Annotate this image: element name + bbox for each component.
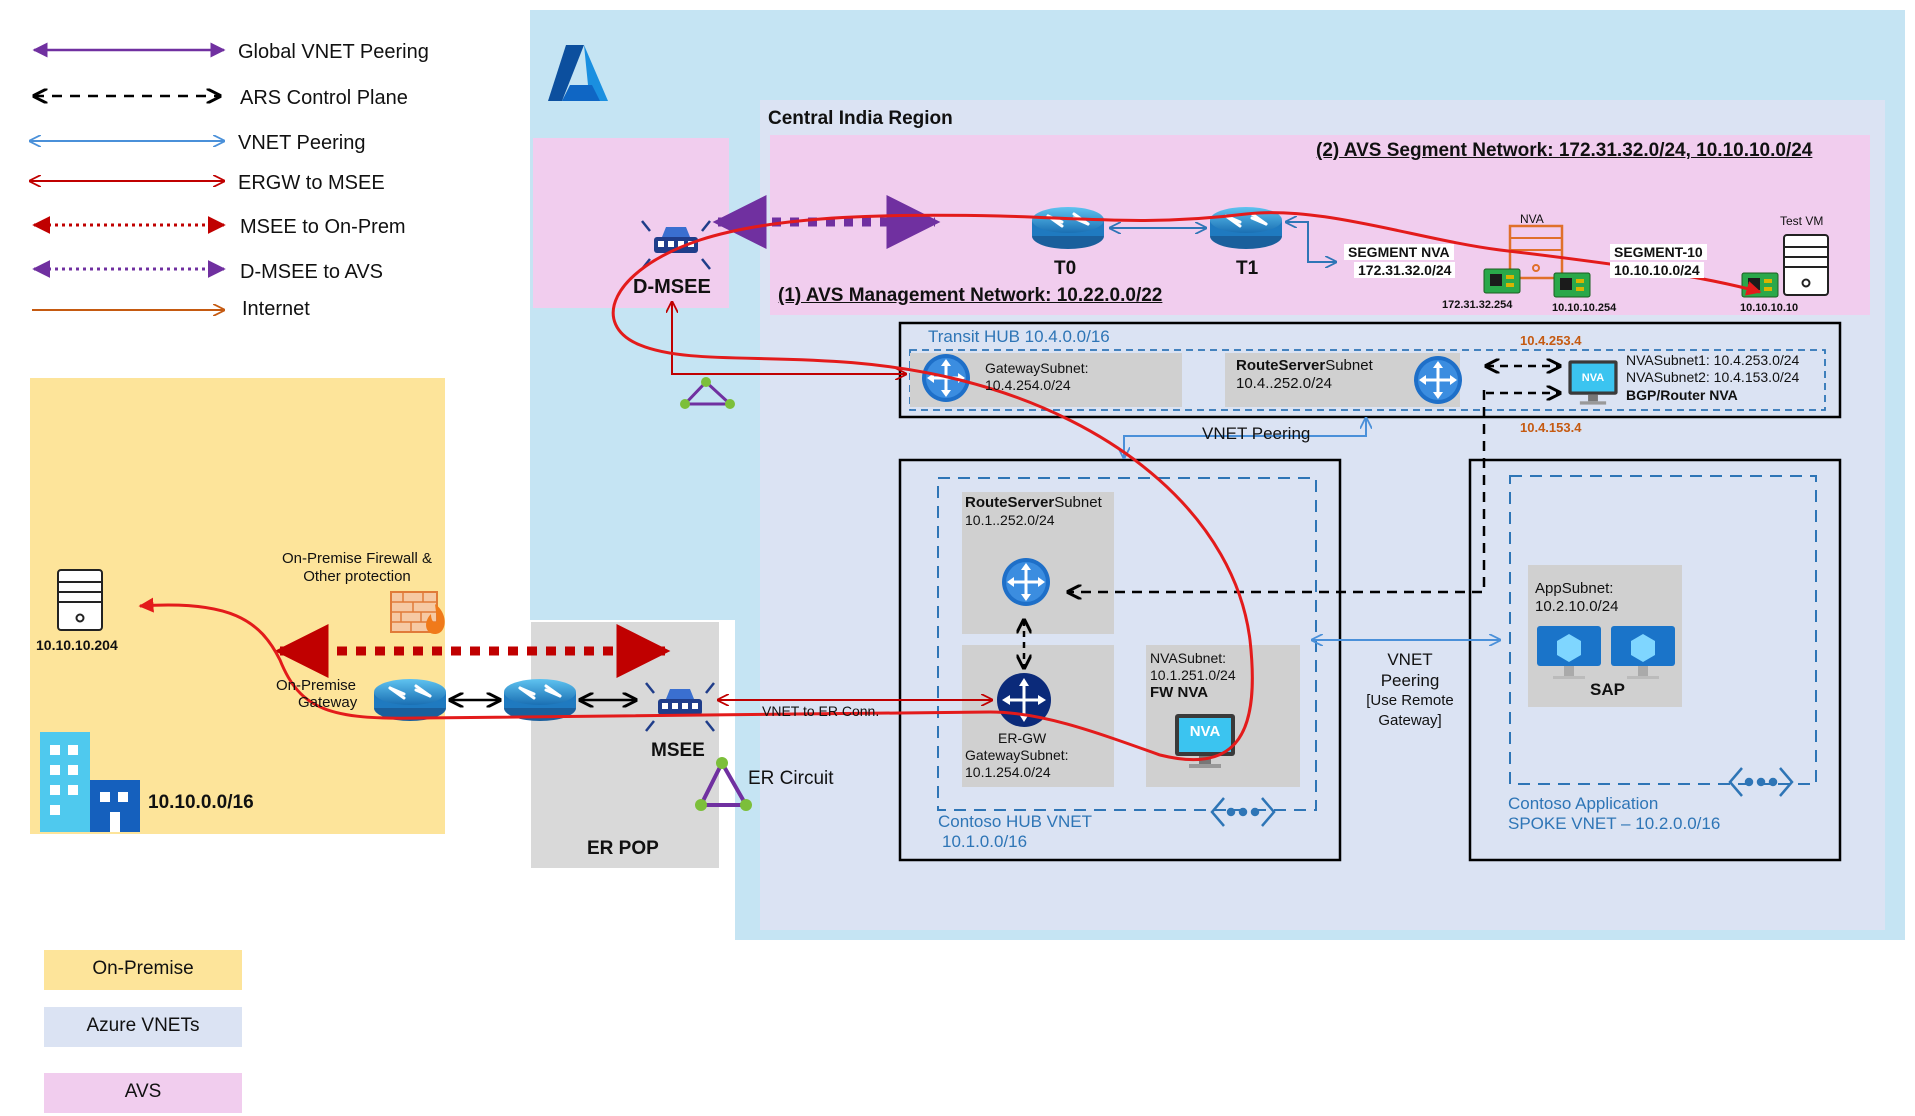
ergw-label: ER-GW <box>998 730 1047 746</box>
swatch-label-avs: AVS <box>124 1081 162 1102</box>
dmsee-label: D-MSEE <box>633 276 711 298</box>
azure-logo-icon <box>548 45 608 101</box>
traffic-path-onprem <box>138 597 991 720</box>
app-subnet-cidr: 10.2.10.0/24 <box>1535 598 1619 615</box>
msee-label: MSEE <box>651 740 705 761</box>
spoke-vnet-title: Contoso Application <box>1508 794 1659 813</box>
spoke-peering-line4: Gateway] <box>1378 712 1442 729</box>
sap-vm-icon-2 <box>1611 626 1675 679</box>
nic1-ip: 172.31.32.254 <box>1442 299 1513 311</box>
legend-label-msee-onprem: MSEE to On-Prem <box>240 216 406 238</box>
nva-subnet2: NVASubnet2: 10.4.153.0/24 <box>1626 369 1800 385</box>
hub-transit-vnet-peering-link <box>1124 418 1366 458</box>
legend-label-ergw-msee: ERGW to MSEE <box>238 172 385 194</box>
hub-gateway-subnet-name: GatewaySubnet: <box>965 747 1069 763</box>
segment10-cidr: 10.10.10.0/24 <box>1610 262 1704 278</box>
fw-nva-badge: NVA <box>1190 723 1221 740</box>
transit-route-server-subnet-name: RouteServerSubnet <box>1236 357 1373 374</box>
legend-label-internet: Internet <box>242 298 310 320</box>
nva-ip2: 10.4.153.4 <box>1520 420 1582 435</box>
firewall-label-line2: Other protection <box>303 568 411 585</box>
transit-gateway-subnet-cidr: 10.4.254.0/24 <box>985 377 1071 393</box>
transit-vnet-peering-label: VNET Peering <box>1202 424 1311 443</box>
spoke-peering-line1: VNET <box>1387 650 1433 669</box>
nva-subnet1: NVASubnet1: 10.4.253.0/24 <box>1626 352 1800 368</box>
hub-vnet-cidr: 10.1.0.0/16 <box>942 832 1028 851</box>
hub-route-server-subnet-cidr: 10.1..252.0/24 <box>965 512 1055 528</box>
dmsee-transit-link <box>672 302 906 374</box>
firewall-label-line1: On-Premise Firewall & <box>281 550 433 567</box>
traffic-path-avs <box>611 211 1762 762</box>
test-vm-ip: 10.10.10.10 <box>1740 302 1799 314</box>
onprem-gateway-line2: Gateway <box>298 694 358 711</box>
spoke-vnet-subtitle: SPOKE VNET – 10.2.0.0/16 <box>1508 814 1721 833</box>
nic-segment-nva-icon <box>1483 268 1521 294</box>
avs-segment-network-title: (2) AVS Segment Network: 172.31.32.0/24,… <box>1316 140 1813 161</box>
segment10-name: SEGMENT-10 <box>1610 244 1707 260</box>
avs-nva-label: NVA <box>1520 212 1544 226</box>
transit-hub-title: Transit HUB 10.4.0.0/16 <box>928 327 1110 346</box>
transit-nva-badge: NVA <box>1582 372 1604 384</box>
t1-label: T1 <box>1236 258 1259 279</box>
hub-route-server-subnet-name: RouteServerSubnet <box>965 494 1102 511</box>
spoke-vnet-peering-icon <box>1728 767 1794 797</box>
fw-nva-label: FW NVA <box>1150 684 1209 701</box>
test-vm-server-icon <box>1783 234 1829 296</box>
hub-route-server-icon <box>1000 556 1052 608</box>
swatch-azure-vnets <box>44 1007 242 1047</box>
region-title: Central India Region <box>768 108 953 129</box>
sap-vm-icon-1 <box>1537 626 1601 679</box>
nva-ip1: 10.4.253.4 <box>1520 333 1582 348</box>
provider-router-icon <box>502 677 578 723</box>
hub-vnet-title: Contoso HUB VNET <box>938 812 1092 831</box>
test-vm-label: Test VM <box>1780 214 1824 228</box>
legend-label-dmsee-avs: D-MSEE to AVS <box>240 261 384 283</box>
transit-route-server-icon <box>1412 354 1464 406</box>
hub-gateway-subnet-cidr: 10.1.254.0/24 <box>965 764 1051 780</box>
swatch-onprem <box>44 950 242 990</box>
spoke-vnet-box <box>1468 458 1842 862</box>
hub-vnet-peering-icon <box>1210 797 1276 827</box>
nic2-ip: 10.10.10.254 <box>1552 302 1617 314</box>
er-circuit-label: ER Circuit <box>748 768 834 789</box>
transit-hub-rs-ars-link <box>1068 390 1486 592</box>
spoke-peering-line3: [Use Remote <box>1366 692 1454 709</box>
er-pop-title: ER POP <box>587 838 659 859</box>
swatch-avs <box>44 1073 242 1113</box>
segment-nva-cidr: 172.31.32.0/24 <box>1354 262 1456 278</box>
vnet-to-er-conn-label: VNET to ER Conn. <box>762 703 880 719</box>
swatch-label-onprem: On-Premise <box>92 958 194 979</box>
onprem-gateway-router-icon <box>372 677 448 723</box>
firewall-icon <box>390 591 445 634</box>
nva-role: BGP/Router NVA <box>1626 387 1738 403</box>
building-icon <box>40 732 140 832</box>
sap-label: SAP <box>1590 680 1625 699</box>
segment-nva-name: SEGMENT NVA <box>1344 244 1454 260</box>
nic-segment10-icon <box>1553 272 1591 298</box>
t0-label: T0 <box>1054 258 1077 279</box>
onprem-network-cidr: 10.10.0.0/16 <box>148 792 254 813</box>
hub-vnet-box <box>898 458 1342 862</box>
legend-label-global-vnet-peering: Global VNET Peering <box>238 41 429 63</box>
nic-test-vm-icon <box>1741 272 1779 298</box>
spoke-vnet-dashed <box>1509 475 1817 785</box>
legend-label-vnet-peering: VNET Peering <box>238 132 366 154</box>
onprem-server-icon <box>57 569 103 631</box>
onprem-server-ip: 10.10.10.204 <box>36 637 118 653</box>
legend-label-ars-control-plane: ARS Control Plane <box>240 87 408 109</box>
transit-route-server-subnet-cidr: 10.4..252.0/24 <box>1236 375 1332 392</box>
er-circuit-icon <box>695 757 752 811</box>
t0-router-icon <box>1030 205 1106 251</box>
hub-nva-subnet-name: NVASubnet: <box>1150 650 1227 666</box>
app-subnet-name: AppSubnet: <box>1535 580 1614 597</box>
spoke-peering-line2: Peering <box>1380 671 1440 690</box>
avs-management-network-title: (1) AVS Management Network: 10.22.0.0/22 <box>778 285 1163 306</box>
swatch-label-azure-vnets: Azure VNETs <box>86 1015 200 1036</box>
t1-segment-link <box>1286 222 1336 262</box>
transit-gateway-subnet-name: GatewaySubnet: <box>985 360 1089 376</box>
hub-nva-subnet-cidr: 10.1.251.0/24 <box>1150 667 1236 683</box>
onprem-gateway-line1: On-Premise <box>276 677 357 694</box>
